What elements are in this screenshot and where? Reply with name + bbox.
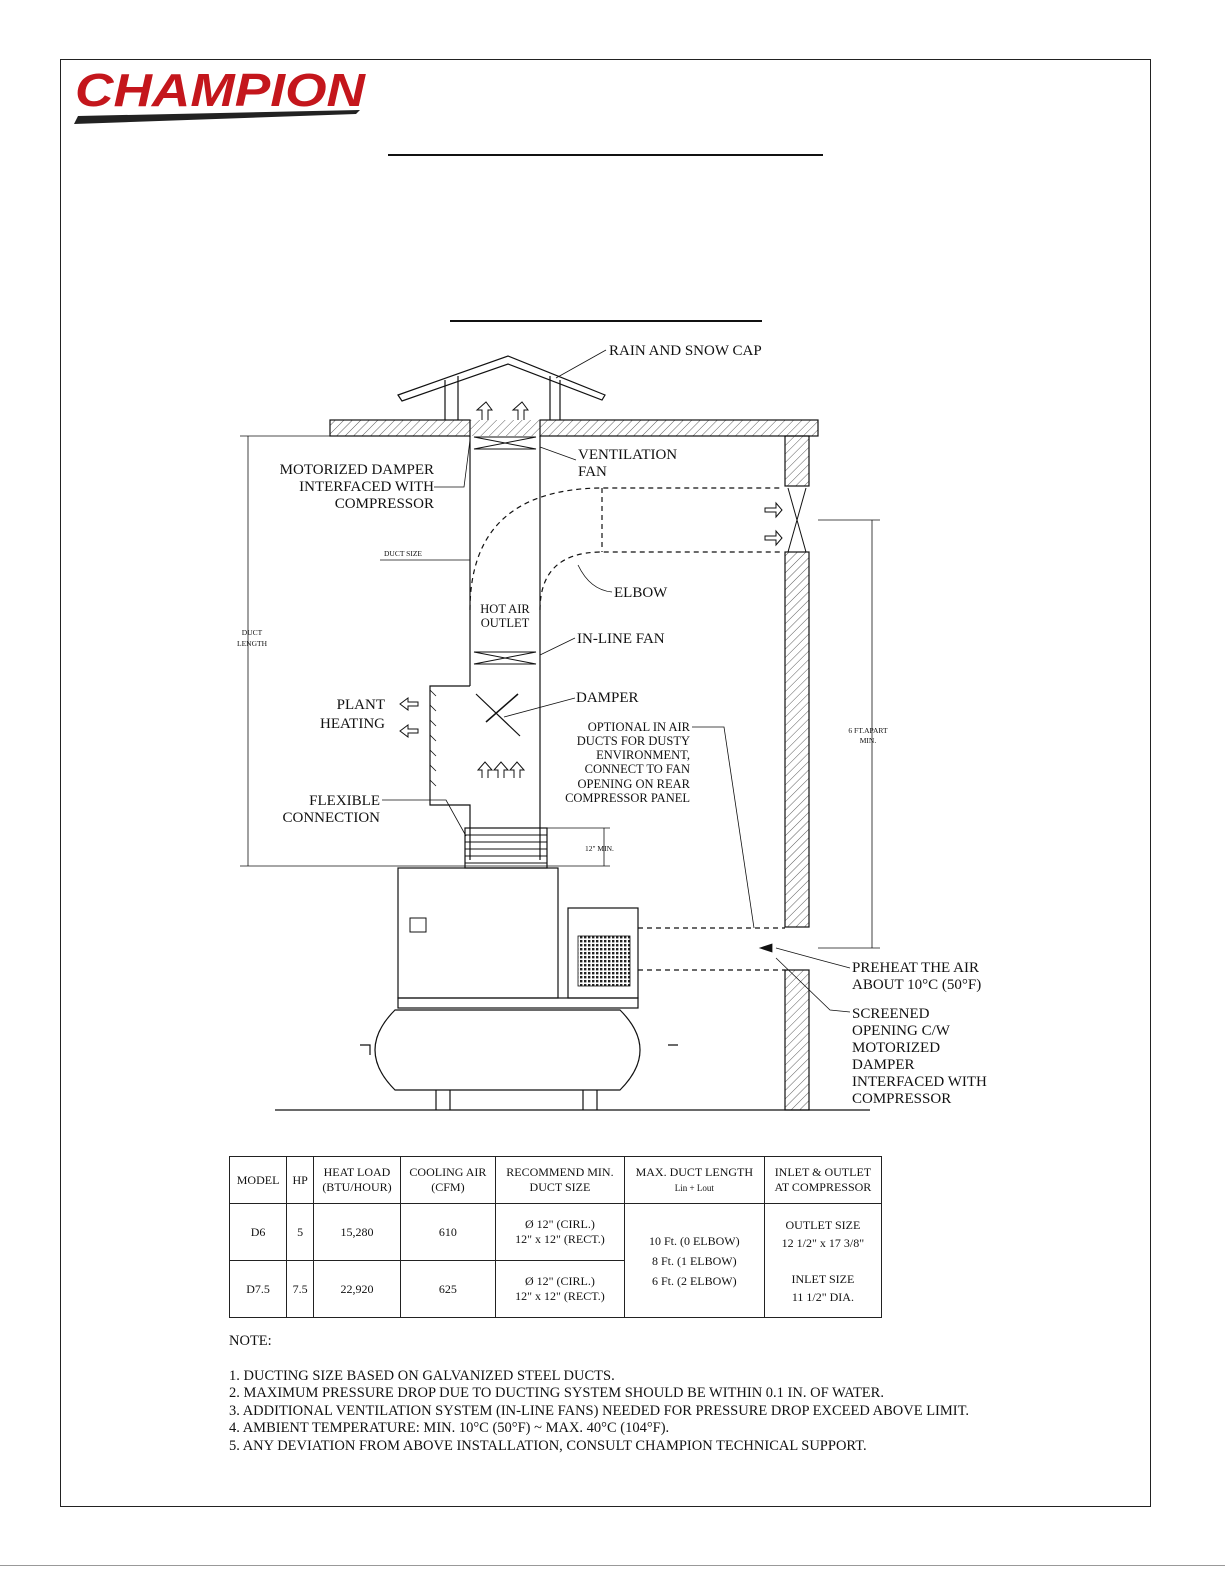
- subtitle-underline: [450, 320, 762, 322]
- label-motorized-damper-2: INTERFACED WITH: [299, 479, 434, 495]
- cell-heat: 15,280: [313, 1203, 401, 1261]
- title-underline: [388, 154, 823, 156]
- label-plant-heating-2: HEATING: [320, 716, 385, 732]
- label-duct-length: DUCT: [242, 628, 263, 637]
- label-flexible-connection-2: CONNECTION: [283, 810, 381, 826]
- label-duct-size: DUCT SIZE: [384, 549, 422, 558]
- label-screened-opening-3: MOTORIZED: [852, 1040, 940, 1056]
- cell-cool: 610: [399, 1203, 497, 1261]
- label-6ft-apart-2: MIN.: [860, 736, 877, 745]
- col-model: MODEL: [228, 1156, 288, 1204]
- cell-max-length: 10 Ft. (0 ELBOW)8 Ft. (1 ELBOW)6 Ft. (2 …: [623, 1203, 765, 1318]
- col-cooling-air: COOLING AIR(CFM): [399, 1156, 497, 1204]
- label-optional-ducts-2: DUCTS FOR DUSTY: [577, 734, 690, 748]
- cell-cool: 625: [399, 1260, 497, 1318]
- label-optional-ducts-6: COMPRESSOR PANEL: [565, 791, 690, 805]
- cell-duct: Ø 12" (CIRL.)12" x 12" (RECT.): [495, 1203, 625, 1261]
- label-ventilation-fan: VENTILATION: [578, 447, 677, 463]
- cell-duct: Ø 12" (CIRL.)12" x 12" (RECT.): [495, 1260, 625, 1318]
- cell-hp: 5: [286, 1203, 315, 1261]
- label-screened-opening-5: INTERFACED WITH: [852, 1074, 987, 1090]
- label-preheat-2: ABOUT 10°C (50°F): [852, 977, 981, 993]
- installation-diagram: RAIN AND SNOW CAP VENTILATION FAN MOTORI…: [237, 343, 987, 1111]
- label-screened-opening-2: OPENING C/W: [852, 1023, 951, 1039]
- label-ventilation-fan-2: FAN: [578, 464, 607, 480]
- cell-heat: 22,920: [313, 1260, 401, 1318]
- label-optional-ducts-4: CONNECT TO FAN: [585, 762, 690, 776]
- page-bottom-divider: [0, 1565, 1225, 1566]
- cell-hp: 7.5: [286, 1260, 315, 1318]
- note-item: 1. DUCTING SIZE BASED ON GALVANIZED STEE…: [229, 1367, 615, 1384]
- notes-heading: NOTE:: [229, 1333, 272, 1349]
- logo-wordmark: CHAMPION: [75, 64, 366, 116]
- col-duct-size: RECOMMEND MIN.DUCT SIZE: [495, 1156, 625, 1204]
- label-6ft-apart: 6 FT.APART: [848, 726, 888, 735]
- spec-table: MODEL HP HEAT LOAD(BTU/HOUR) COOLING AIR…: [228, 1156, 883, 1318]
- label-screened-opening-4: DAMPER: [852, 1057, 915, 1073]
- label-hot-air-outlet-2: OUTLET: [481, 616, 530, 630]
- label-motorized-damper-3: COMPRESSOR: [335, 496, 434, 512]
- page-border: [60, 59, 1151, 1507]
- label-optional-ducts-3: ENVIRONMENT,: [596, 748, 690, 762]
- label-inline-fan: IN-LINE FAN: [577, 631, 665, 647]
- label-damper: DAMPER: [576, 690, 639, 706]
- label-optional-ducts-5: OPENING ON REAR: [578, 777, 691, 791]
- col-heat-load: HEAT LOAD(BTU/HOUR): [313, 1156, 401, 1204]
- table-row: D7.5 7.5 22,920 625 Ø 12" (CIRL.)12" x 1…: [228, 1260, 882, 1318]
- label-elbow: ELBOW: [614, 585, 668, 601]
- note-item: 2. MAXIMUM PRESSURE DROP DUE TO DUCTING …: [229, 1385, 884, 1401]
- table-row: D6 5 15,280 610 Ø 12" (CIRL.)12" x 12" (…: [228, 1203, 883, 1318]
- notes-section: NOTE: 1. DUCTING SIZE BASED ON GALVANIZE…: [229, 1333, 1029, 1455]
- note-item: 4. AMBIENT TEMPERATURE: MIN. 10°C (50°F)…: [229, 1420, 670, 1436]
- note-item: 3. ADDITIONAL VENTILATION SYSTEM (IN-LIN…: [229, 1402, 970, 1419]
- cell-model: D6: [228, 1203, 288, 1261]
- label-optional-ducts: OPTIONAL IN AIR: [588, 720, 691, 734]
- label-hot-air-outlet: HOT AIR: [480, 602, 530, 616]
- cell-model: D7.5: [228, 1260, 288, 1318]
- champion-logo: CHAMPION: [74, 64, 366, 124]
- label-preheat: PREHEAT THE AIR: [852, 960, 979, 976]
- label-flexible-connection: FLEXIBLE: [309, 793, 380, 809]
- label-screened-opening: SCREENED: [852, 1006, 930, 1022]
- note-item: 5. ANY DEVIATION FROM ABOVE INSTALLATION…: [229, 1437, 867, 1454]
- table-header-row: MODEL HP HEAT LOAD(BTU/HOUR) COOLING AIR…: [228, 1156, 883, 1204]
- label-plant-heating: PLANT: [337, 697, 385, 713]
- label-duct-length-2: LENGTH: [237, 639, 268, 648]
- label-rain-cap: RAIN AND SNOW CAP: [609, 343, 762, 359]
- label-screened-opening-6: COMPRESSOR: [852, 1091, 951, 1107]
- label-motorized-damper: MOTORIZED DAMPER: [280, 462, 434, 478]
- label-12-min: 12" MIN.: [585, 844, 614, 853]
- col-hp: HP: [286, 1156, 315, 1204]
